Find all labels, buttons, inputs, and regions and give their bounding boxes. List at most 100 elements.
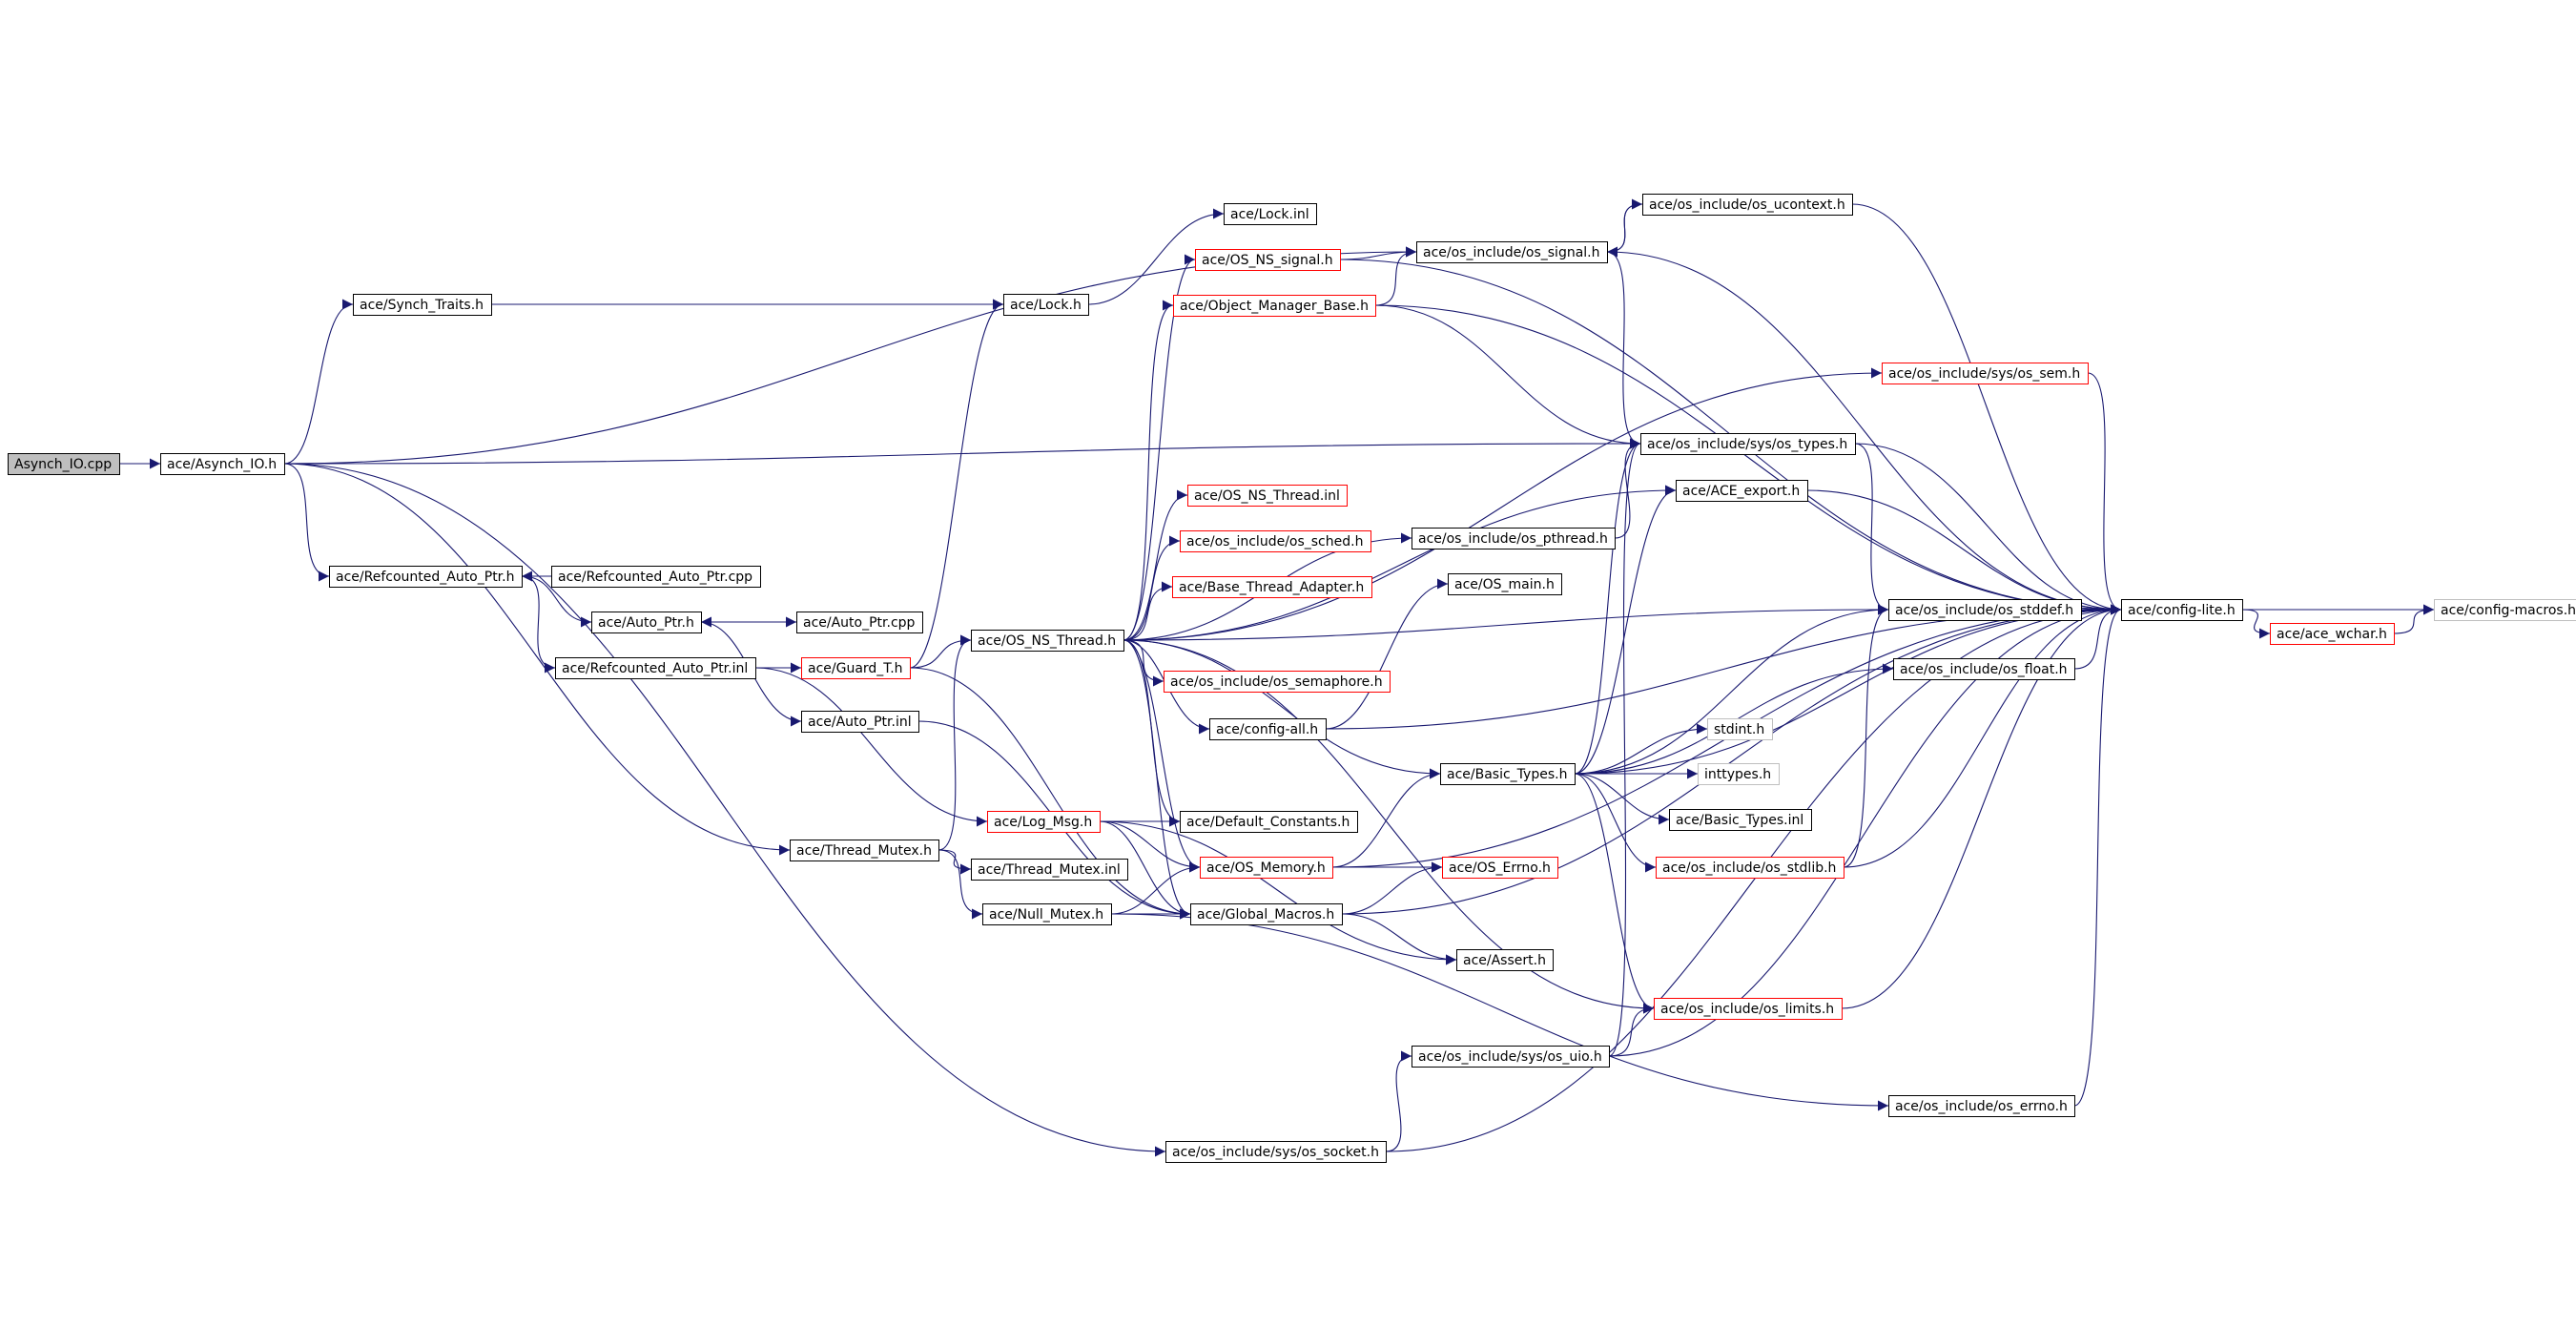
node-thread-mutex-inl[interactable]: ace/Thread_Mutex.inl — [971, 859, 1128, 881]
edge-sys-os-socket-h-to-sys-os-uio-h — [1385, 1050, 1412, 1152]
node-box — [1412, 528, 1616, 549]
node-stdint-h[interactable]: stdint.h — [1707, 718, 1773, 740]
node-box — [1707, 718, 1773, 740]
node-auto-ptr-inl[interactable]: ace/Auto_Ptr.inl — [801, 711, 919, 733]
node-box — [551, 566, 761, 588]
node-null-mutex-h[interactable]: ace/Null_Mutex.h — [982, 903, 1112, 925]
node-label: ace/OS_main.h — [1454, 577, 1555, 592]
node-refc-inl[interactable]: ace/Refcounted_Auto_Ptr.inl — [555, 657, 756, 679]
node-os-semaphore-h[interactable]: ace/os_include/os_semaphore.h — [1164, 671, 1391, 693]
node-label: ace/Basic_Types.inl — [1676, 813, 1803, 828]
edge-asynch-io-h-to-thread-mutex-h — [283, 463, 791, 856]
node-os-errno-ace-h[interactable]: ace/OS_Errno.h — [1442, 857, 1558, 879]
node-os-ns-signal-h[interactable]: ace/OS_NS_signal.h — [1195, 249, 1341, 271]
node-label: ace/os_include/sys/os_types.h — [1647, 437, 1847, 452]
node-guard-t-h[interactable]: ace/Guard_T.h — [801, 657, 911, 679]
node-label: ace/os_include/os_signal.h — [1423, 245, 1600, 260]
node-os-sched-h[interactable]: ace/os_include/os_sched.h — [1180, 530, 1371, 552]
edge-sys-os-types-h-to-os-stddef-h — [1854, 443, 1889, 615]
edge-os-ns-thread-h-to-os-limits-h — [1123, 639, 1655, 1014]
node-config-macros-h[interactable]: ace/config-macros.h — [2434, 599, 2576, 621]
node-config-lite-h[interactable]: ace/config-lite.h — [2121, 599, 2243, 621]
node-base-thread-adapter-h[interactable]: ace/Base_Thread_Adapter.h — [1172, 576, 1372, 598]
node-ace-export-h[interactable]: ace/ACE_export.h — [1676, 480, 1808, 502]
node-box — [1412, 1046, 1610, 1068]
node-label: ace/OS_Memory.h — [1206, 860, 1326, 876]
edge-refc-h-to-auto-ptr-h — [521, 575, 592, 628]
node-auto-ptr-h[interactable]: ace/Auto_Ptr.h — [591, 612, 702, 633]
node-box — [1440, 763, 1576, 785]
node-lock-inl[interactable]: ace/Lock.inl — [1224, 203, 1317, 225]
edge-os-ns-thread-h-to-basic-types-h — [1123, 639, 1441, 779]
node-sys-os-socket-h[interactable]: ace/os_include/sys/os_socket.h — [1165, 1141, 1387, 1163]
node-os-ns-thread-inl[interactable]: ace/OS_NS_Thread.inl — [1187, 485, 1348, 507]
node-box — [1180, 530, 1371, 552]
edge-global-macros-h-to-config-lite-h — [1341, 604, 2122, 915]
node-label: ace/Basic_Types.h — [1447, 767, 1567, 782]
edges-layer — [119, 198, 2435, 1157]
node-os-errno-h[interactable]: ace/os_include/os_errno.h — [1888, 1095, 2075, 1117]
node-box — [1640, 433, 1856, 455]
node-thread-mutex-h[interactable]: ace/Thread_Mutex.h — [790, 840, 939, 861]
node-basic-types-inl[interactable]: ace/Basic_Types.inl — [1669, 809, 1812, 831]
edge-basic-types-h-to-os-limits-h — [1574, 773, 1655, 1014]
node-asynch-io-cpp[interactable]: Asynch_IO.cpp — [8, 453, 120, 475]
node-asynch-io-h[interactable]: ace/Asynch_IO.h — [160, 453, 285, 475]
node-refc-h[interactable]: ace/Refcounted_Auto_Ptr.h — [329, 566, 523, 588]
node-assert-h[interactable]: ace/Assert.h — [1456, 949, 1554, 971]
node-box — [971, 859, 1128, 881]
node-label: ace/os_include/os_pthread.h — [1418, 531, 1608, 547]
edge-sys-os-socket-h-to-config-lite-h — [1385, 604, 2122, 1152]
node-os-ns-thread-h[interactable]: ace/OS_NS_Thread.h — [971, 630, 1124, 652]
node-box — [987, 811, 1101, 833]
node-box — [1165, 1141, 1387, 1163]
node-label: ace/Refcounted_Auto_Ptr.h — [336, 570, 514, 585]
node-label: ace/Null_Mutex.h — [989, 907, 1103, 923]
node-basic-types-h[interactable]: ace/Basic_Types.h — [1440, 763, 1576, 785]
node-refc-cpp[interactable]: ace/Refcounted_Auto_Ptr.cpp — [551, 566, 761, 588]
node-auto-ptr-cpp[interactable]: ace/Auto_Ptr.cpp — [796, 612, 923, 633]
node-os-main-h[interactable]: ace/OS_main.h — [1448, 573, 1562, 595]
node-os-signal-h[interactable]: ace/os_include/os_signal.h — [1416, 241, 1608, 263]
node-label: ace/Lock.inl — [1230, 207, 1309, 222]
node-box — [1200, 857, 1333, 879]
edge-os-signal-h-to-config-lite-h — [1606, 251, 2122, 615]
node-label: inttypes.h — [1704, 767, 1771, 782]
node-os-pthread-h[interactable]: ace/os_include/os_pthread.h — [1412, 528, 1616, 549]
edge-os-ns-thread-h-to-os-semaphore-h — [1123, 639, 1164, 687]
node-sys-os-types-h[interactable]: ace/os_include/sys/os_types.h — [1640, 433, 1856, 455]
edge-os-ns-thread-h-to-os-ns-signal-h — [1123, 254, 1196, 641]
edge-os-ns-thread-h-to-os-memory-h — [1123, 639, 1201, 873]
node-box — [1442, 857, 1558, 879]
node-inttypes-h[interactable]: inttypes.h — [1698, 763, 1780, 785]
node-os-stdlib-h[interactable]: ace/os_include/os_stdlib.h — [1656, 857, 1844, 879]
node-sys-os-sem-h[interactable]: ace/os_include/sys/os_sem.h — [1882, 363, 2089, 384]
node-log-msg-h[interactable]: ace/Log_Msg.h — [987, 811, 1101, 833]
node-obj-mgr-base-h[interactable]: ace/Object_Manager_Base.h — [1173, 295, 1376, 317]
node-os-ucontext-h[interactable]: ace/os_include/os_ucontext.h — [1642, 194, 1853, 216]
node-synch-traits-h[interactable]: ace/Synch_Traits.h — [353, 294, 492, 316]
edge-log-msg-h-to-assert-h — [1099, 820, 1457, 965]
node-label: ace/os_include/os_semaphore.h — [1170, 674, 1383, 690]
node-config-all-h[interactable]: ace/config-all.h — [1209, 718, 1327, 740]
edge-asynch-io-h-to-os-signal-h — [283, 246, 1417, 465]
node-box — [1164, 671, 1391, 693]
node-box — [1224, 203, 1317, 225]
node-ace-wchar-h[interactable]: ace/ace_wchar.h — [2270, 623, 2395, 645]
node-label: ace/Assert.h — [1463, 953, 1546, 968]
node-label: ace/Auto_Ptr.inl — [808, 715, 912, 730]
edge-sys-os-uio-h-to-os-limits-h — [1608, 1003, 1655, 1057]
node-os-memory-h[interactable]: ace/OS_Memory.h — [1200, 857, 1333, 879]
node-label: ace/config-macros.h — [2441, 603, 2576, 618]
edge-os-ns-thread-h-to-os-ns-thread-inl — [1123, 489, 1188, 641]
edge-os-stdlib-h-to-os-stddef-h — [1843, 604, 1889, 868]
node-os-float-h[interactable]: ace/os_include/os_float.h — [1893, 658, 2075, 680]
node-global-macros-h[interactable]: ace/Global_Macros.h — [1190, 903, 1343, 925]
node-os-stddef-h[interactable]: ace/os_include/os_stddef.h — [1888, 599, 2082, 621]
node-os-limits-h[interactable]: ace/os_include/os_limits.h — [1654, 998, 1843, 1020]
edge-global-macros-h-to-os-errno-ace-h — [1341, 861, 1443, 915]
node-lock-h[interactable]: ace/Lock.h — [1003, 294, 1089, 316]
node-default-constants-h[interactable]: ace/Default_Constants.h — [1180, 811, 1358, 833]
node-sys-os-uio-h[interactable]: ace/os_include/sys/os_uio.h — [1412, 1046, 1610, 1068]
